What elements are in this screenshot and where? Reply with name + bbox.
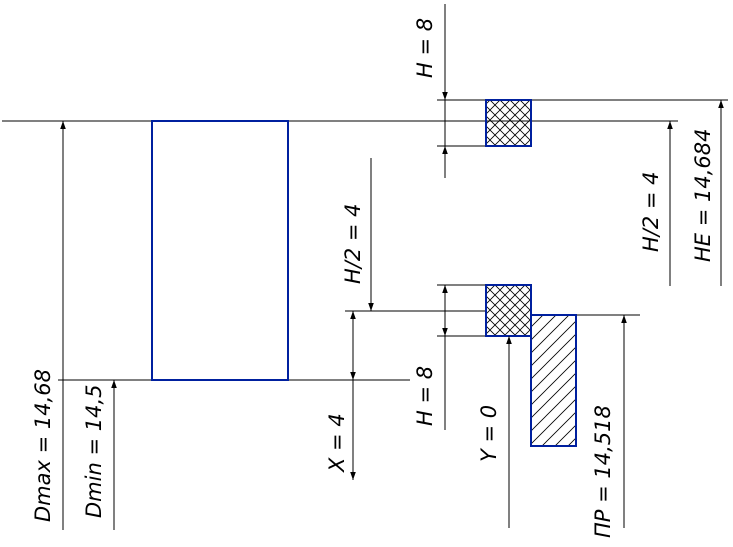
label-pr: ПР = 14,518: [591, 405, 615, 538]
label-dmax: Dmax = 14,68: [31, 369, 55, 522]
label-x: X = 4: [325, 413, 349, 473]
top-gauge-hatched: [485, 99, 532, 147]
part-rectangle: [151, 120, 289, 381]
label-dmin: Dmin = 14,5: [82, 385, 106, 518]
label-h-half-top: H/2 = 4: [639, 171, 663, 252]
mid-gauge-hatched: [485, 284, 532, 337]
wear-zone-hatched: [530, 314, 577, 447]
label-he: HE = 14,684: [691, 129, 715, 263]
label-y: Y = 0: [477, 405, 501, 462]
label-h-half-left: H/2 = 4: [341, 203, 365, 284]
label-h-mid: H = 8: [413, 366, 437, 426]
label-h-top: H = 8: [413, 18, 437, 78]
